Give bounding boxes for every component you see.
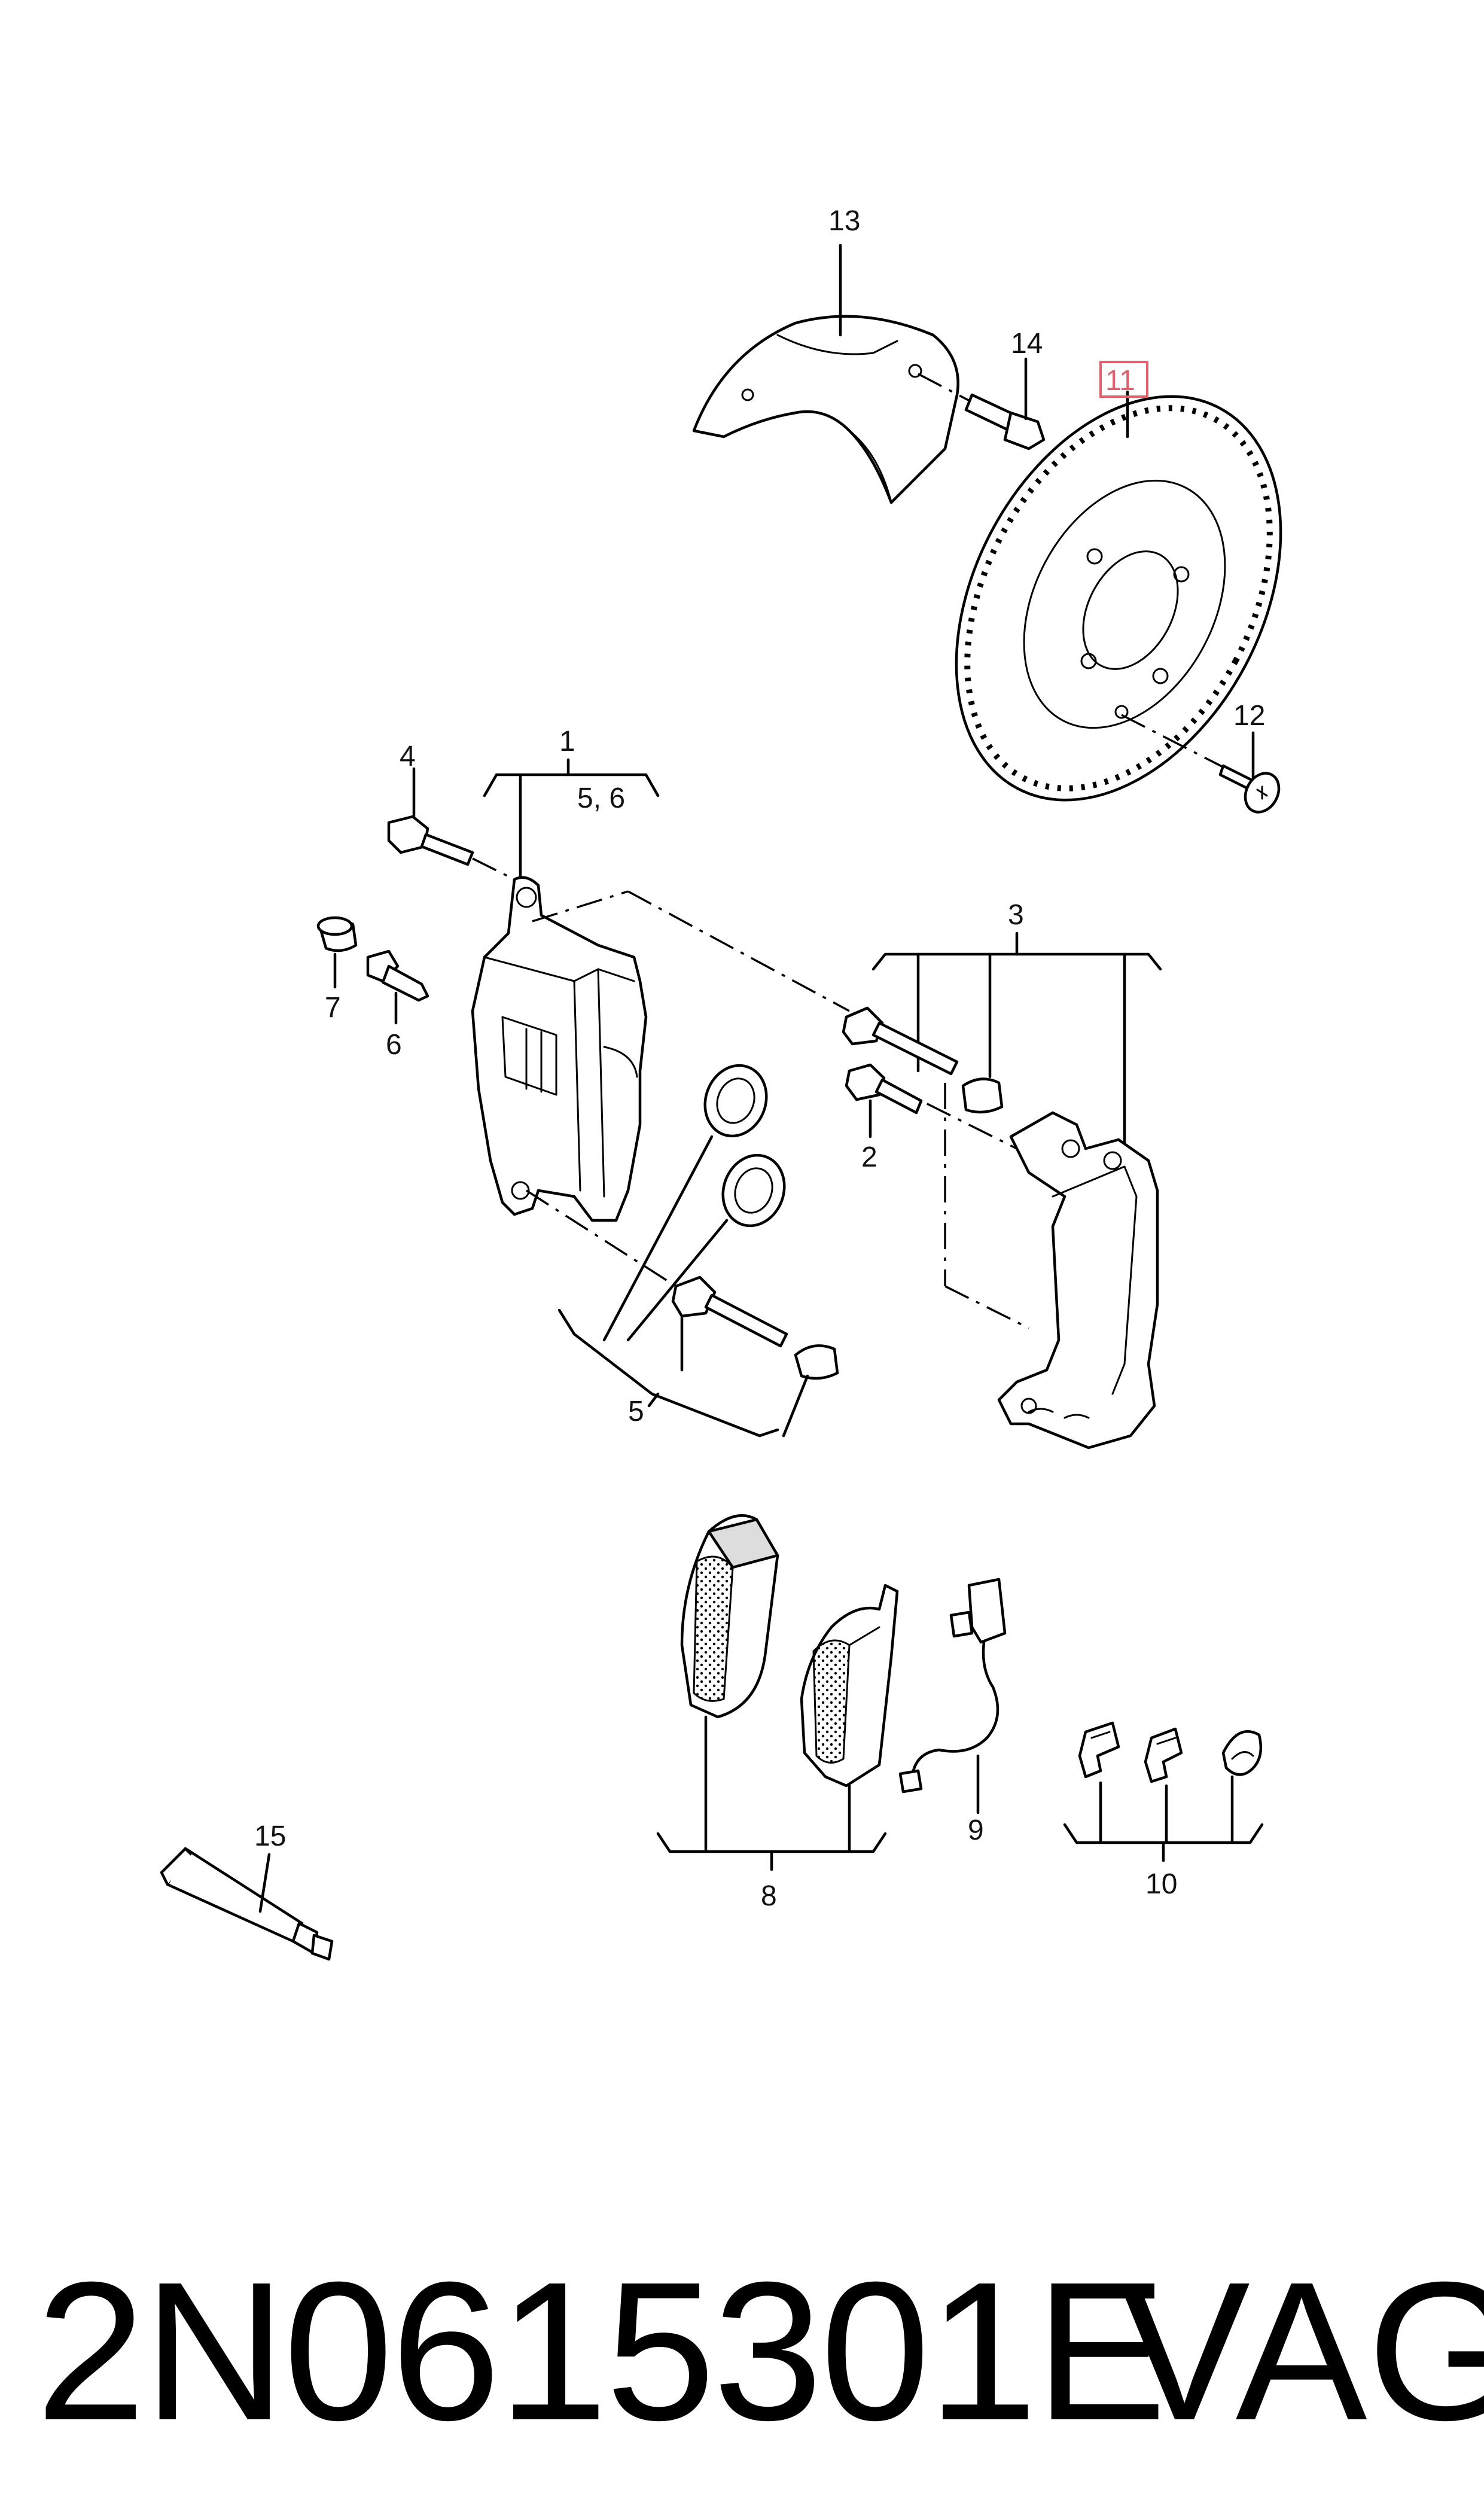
dust-cap xyxy=(316,916,358,952)
callout-1: 1 xyxy=(559,726,575,757)
bleed-screw xyxy=(366,949,429,1002)
guide-bush-upper xyxy=(703,1064,768,1138)
caliper-housing xyxy=(471,876,648,1222)
caliper-carrier xyxy=(997,1111,1159,1450)
carrier-bolt xyxy=(845,1063,923,1115)
brand-label: VAG xyxy=(1119,2240,1484,2461)
guide-cap xyxy=(794,1344,839,1380)
callout-11: 11 xyxy=(1105,365,1135,397)
callout-3: 3 xyxy=(1008,899,1024,931)
brake-exploded-diagram: 13 14 11 12 1 5, 6 4 xyxy=(160,205,1282,1961)
grease-tube xyxy=(160,1847,334,1961)
callout-1-sub: 5, 6 xyxy=(577,783,625,814)
callout-2: 2 xyxy=(861,1141,877,1173)
guide-boot-upper xyxy=(961,1077,1004,1114)
guide-pin-lower xyxy=(671,1275,788,1348)
guide-bush-lower xyxy=(721,1153,786,1228)
splash-shield xyxy=(692,315,959,504)
pad-clip-a xyxy=(1078,1721,1120,1779)
bolt-14 xyxy=(918,373,1046,450)
guide-pin-upper xyxy=(842,1006,959,1076)
callout-4: 4 xyxy=(400,741,416,772)
callout-10: 10 xyxy=(1145,1868,1177,1900)
callout-5: 5 xyxy=(628,1396,644,1427)
pad-clip-c xyxy=(1221,1730,1263,1776)
callout-7: 7 xyxy=(325,992,341,1024)
callout-8: 8 xyxy=(761,1880,777,1912)
wear-sensor xyxy=(898,1578,1007,1794)
callout-12: 12 xyxy=(1233,700,1265,732)
pad-clip-b xyxy=(1144,1727,1183,1783)
callout-13: 13 xyxy=(828,205,860,237)
brake-disc xyxy=(955,395,1282,802)
brake-pad-outer xyxy=(680,1514,779,1719)
callout-9: 9 xyxy=(968,1814,984,1846)
callout-14: 14 xyxy=(1011,328,1043,360)
brake-pad-inner xyxy=(800,1584,899,1788)
caliper-bolt xyxy=(387,815,474,866)
callout-11-highlight xyxy=(1099,361,1148,398)
callout-15: 15 xyxy=(254,1820,286,1852)
disc-screw xyxy=(1218,764,1281,814)
callout-6: 6 xyxy=(386,1029,402,1061)
part-number: 2N0615301E xyxy=(36,2240,1167,2461)
